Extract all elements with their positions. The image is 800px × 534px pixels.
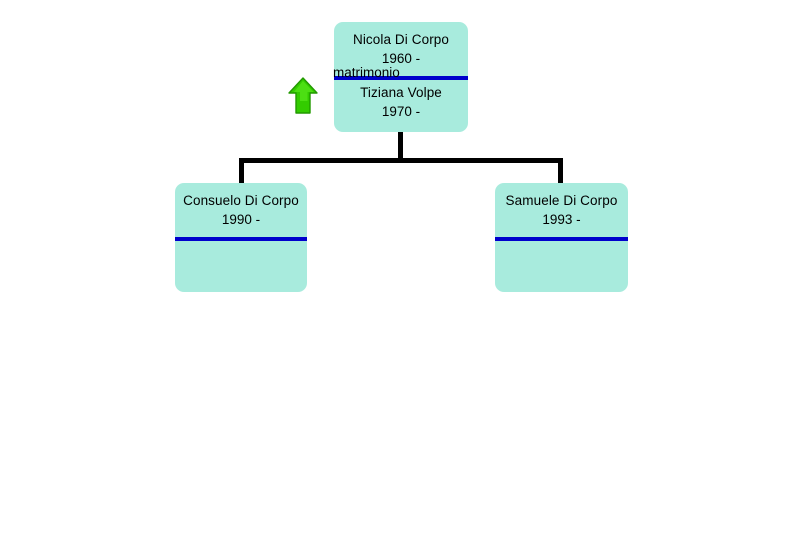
spouse2-name: Tiziana Volpe [360,85,442,100]
arrow-up-icon[interactable] [288,77,318,114]
connector-child-stem-left [239,158,244,185]
node-spouse1-block: Nicola Di Corpo 1960 - [334,30,468,68]
node-child-samuele[interactable]: Samuele Di Corpo 1993 - [495,183,628,292]
child-left-person-block: Consuelo Di Corpo 1990 - [175,191,307,229]
spouse1-dates: 1960 - [381,51,421,66]
child-right-name: Samuele Di Corpo [505,193,618,208]
node-child-consuelo[interactable]: Consuelo Di Corpo 1990 - [175,183,307,292]
spouse2-dates: 1970 - [381,104,421,119]
connector-parent-stem [398,131,403,162]
child-right-divider-line [495,237,628,241]
spouse1-name: Nicola Di Corpo [352,32,450,47]
child-right-dates: 1993 - [542,212,581,227]
child-left-dates: 1990 - [221,212,261,227]
node-union-parents[interactable]: Nicola Di Corpo 1960 - Tiziana Volpe 197… [334,22,468,132]
child-right-person-block: Samuele Di Corpo 1993 - [495,191,628,229]
connector-child-stem-right [558,158,563,185]
child-left-divider-line [175,237,307,241]
union-marriage-label: matrimonio [333,65,400,80]
connector-sibling-bar [239,158,563,163]
union-divider-line [334,76,468,80]
node-spouse2-block: Tiziana Volpe 1970 - [334,83,468,121]
child-left-name: Consuelo Di Corpo [183,193,299,208]
